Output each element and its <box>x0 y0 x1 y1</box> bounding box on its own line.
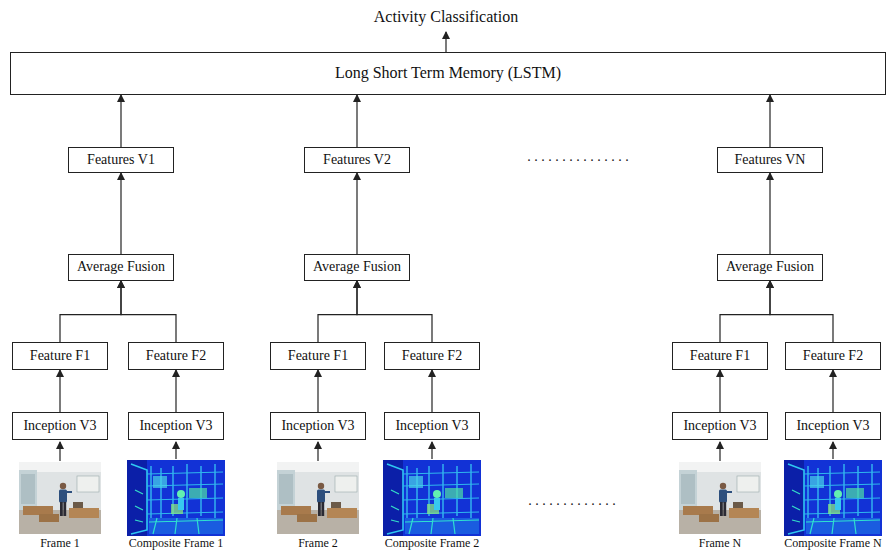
frame-caption: Composite Frame 1 <box>129 536 224 550</box>
flow-arrow <box>720 281 770 342</box>
flow-arrow <box>318 281 357 342</box>
box-label: Feature F2 <box>146 348 206 364</box>
fusion-box: Average Fusion <box>68 254 174 281</box>
composite-frame <box>784 460 882 536</box>
video-frame <box>277 462 359 534</box>
box-label: Inception V3 <box>139 418 212 434</box>
flow-arrow <box>356 95 357 147</box>
cnn-box: Inception V3 <box>12 412 108 440</box>
feature-vector-box: Features VN <box>717 147 823 173</box>
frame-caption: Composite Frame 2 <box>385 536 480 550</box>
flow-arrow <box>121 281 176 342</box>
box-label: Feature F1 <box>288 348 348 364</box>
fusion-box: Average Fusion <box>304 254 410 281</box>
frame-caption: Composite Frame N <box>784 536 881 550</box>
output-label: Activity Classification <box>374 10 518 24</box>
flow-arrow <box>120 173 121 254</box>
feature-box: Feature F1 <box>672 342 768 370</box>
flow-arrow <box>719 370 720 412</box>
cnn-box: Inception V3 <box>672 412 768 440</box>
flow-arrow <box>357 281 432 342</box>
flow-arrow <box>769 95 770 147</box>
box-label: Inception V3 <box>395 418 468 434</box>
flow-arrow <box>120 95 121 147</box>
feature-vector-box: Features V1 <box>68 147 174 173</box>
lstm-box: Long Short Term Memory (LSTM) <box>10 52 886 95</box>
feature-box: Feature F1 <box>12 342 108 370</box>
box-label: Inception V3 <box>23 418 96 434</box>
frame-caption: Frame 2 <box>298 536 338 550</box>
feature-box: Feature F2 <box>785 342 881 370</box>
flow-arrow <box>832 370 833 412</box>
box-label: Average Fusion <box>77 259 165 275</box>
box-label: Feature F1 <box>30 348 90 364</box>
frame-caption: Frame N <box>699 536 741 550</box>
video-frame <box>679 462 761 534</box>
box-label: Feature F1 <box>690 348 750 364</box>
box-label: Features V2 <box>323 152 391 168</box>
feature-box: Feature F1 <box>270 342 366 370</box>
cnn-box: Inception V3 <box>128 412 224 440</box>
flow-arrow <box>317 370 318 412</box>
flow-arrow <box>431 370 432 412</box>
frame-caption: Frame 1 <box>40 536 80 550</box>
box-label: Average Fusion <box>726 259 814 275</box>
fusion-box: Average Fusion <box>717 254 823 281</box>
output-arrow <box>445 32 446 52</box>
box-label: Inception V3 <box>796 418 869 434</box>
box-label: Feature F2 <box>402 348 462 364</box>
feature-box: Feature F2 <box>384 342 480 370</box>
box-label: Features V1 <box>87 152 155 168</box>
ellipsis: . . . . . . . . . . . . . . . <box>527 150 629 164</box>
cnn-box: Inception V3 <box>384 412 480 440</box>
flow-arrow <box>770 281 833 342</box>
composite-frame <box>127 460 225 536</box>
flow-arrow <box>59 370 60 412</box>
flow-arrow <box>60 281 121 342</box>
input-arrows <box>60 442 833 461</box>
box-label: Features VN <box>735 152 806 168</box>
flow-arrow <box>769 173 770 254</box>
box-label: Inception V3 <box>281 418 354 434</box>
box-label: Feature F2 <box>803 348 863 364</box>
feature-vector-box: Features V2 <box>304 147 410 173</box>
cnn-box: Inception V3 <box>270 412 366 440</box>
box-label: Long Short Term Memory (LSTM) <box>335 64 561 82</box>
ellipsis: . . . . . . . . . . . . . <box>528 494 616 508</box>
flow-arrow <box>175 370 176 412</box>
composite-frame <box>383 460 481 536</box>
feature-box: Feature F2 <box>128 342 224 370</box>
video-frame <box>19 462 101 534</box>
box-label: Inception V3 <box>683 418 756 434</box>
cnn-box: Inception V3 <box>785 412 881 440</box>
box-label: Average Fusion <box>313 259 401 275</box>
flow-arrow <box>356 173 357 254</box>
